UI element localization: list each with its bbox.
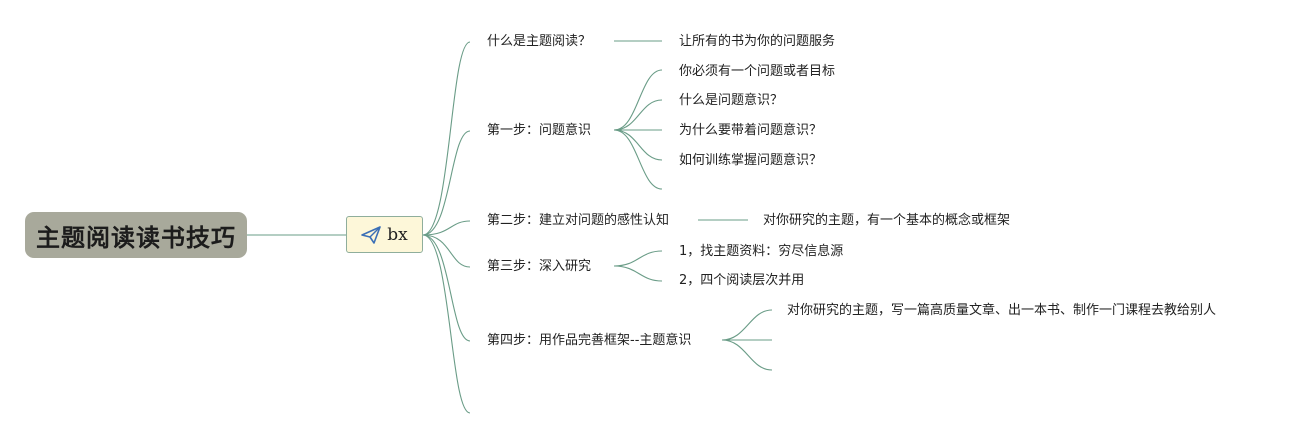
connector-branch-leaf	[613, 129, 663, 161]
branch-step-1[interactable]: 第一步：问题意识	[487, 123, 592, 138]
connector-branch-leaf	[613, 69, 663, 131]
leaf-step3-reading-levels[interactable]: 2，四个阅读层次并用	[679, 273, 805, 288]
branch-step-2[interactable]: 第二步：建立对问题的感性认知	[487, 213, 670, 228]
leaf-topic-reading-definition[interactable]: 让所有的书为你的问题服务	[679, 34, 836, 49]
connector-hub-branch	[422, 41, 471, 236]
connector-branch-leaf	[721, 339, 773, 371]
connector-branch-leaf	[721, 309, 773, 341]
connector-branch-leaf	[613, 129, 663, 190]
leaf-step4-output[interactable]: 对你研究的主题，写一篇高质量文章、出一本书、制作一门课程去教给别人	[787, 303, 1217, 318]
root-topic[interactable]: 主题阅读读书技巧	[25, 212, 247, 258]
hub-topic[interactable]: bx	[346, 216, 423, 253]
connector-branch-leaf	[613, 99, 663, 131]
hub-topic-label: bx	[387, 224, 408, 245]
branch-step-3[interactable]: 第三步：深入研究	[487, 259, 592, 274]
branch-step-4[interactable]: 第四步：用作品完善框架--主题意识	[487, 333, 692, 348]
paper-plane-icon	[361, 225, 382, 244]
branch-what-is-topic-reading[interactable]: 什么是主题阅读？	[487, 34, 592, 49]
connector-hub-branch	[422, 130, 471, 236]
connector-hub-branch	[422, 234, 471, 268]
connector-branch-leaf	[613, 265, 663, 282]
connector-hub-branch	[422, 234, 471, 342]
connector-hub-branch	[422, 220, 471, 236]
leaf-step2-framework[interactable]: 对你研究的主题，有一个基本的概念或框架	[763, 213, 1011, 228]
connector-branch-leaf	[613, 250, 663, 267]
leaf-step1-goal[interactable]: 你必须有一个问题或者目标	[679, 64, 836, 79]
leaf-step1-what[interactable]: 什么是问题意识？	[679, 93, 784, 108]
leaf-step3-sources[interactable]: 1，找主题资料：穷尽信息源	[679, 244, 844, 259]
root-topic-label: 主题阅读读书技巧	[36, 223, 236, 252]
leaf-step1-how[interactable]: 如何训练掌握问题意识？	[679, 153, 823, 168]
leaf-step1-why[interactable]: 为什么要带着问题意识？	[679, 123, 823, 138]
connector-hub-branch	[422, 234, 471, 414]
